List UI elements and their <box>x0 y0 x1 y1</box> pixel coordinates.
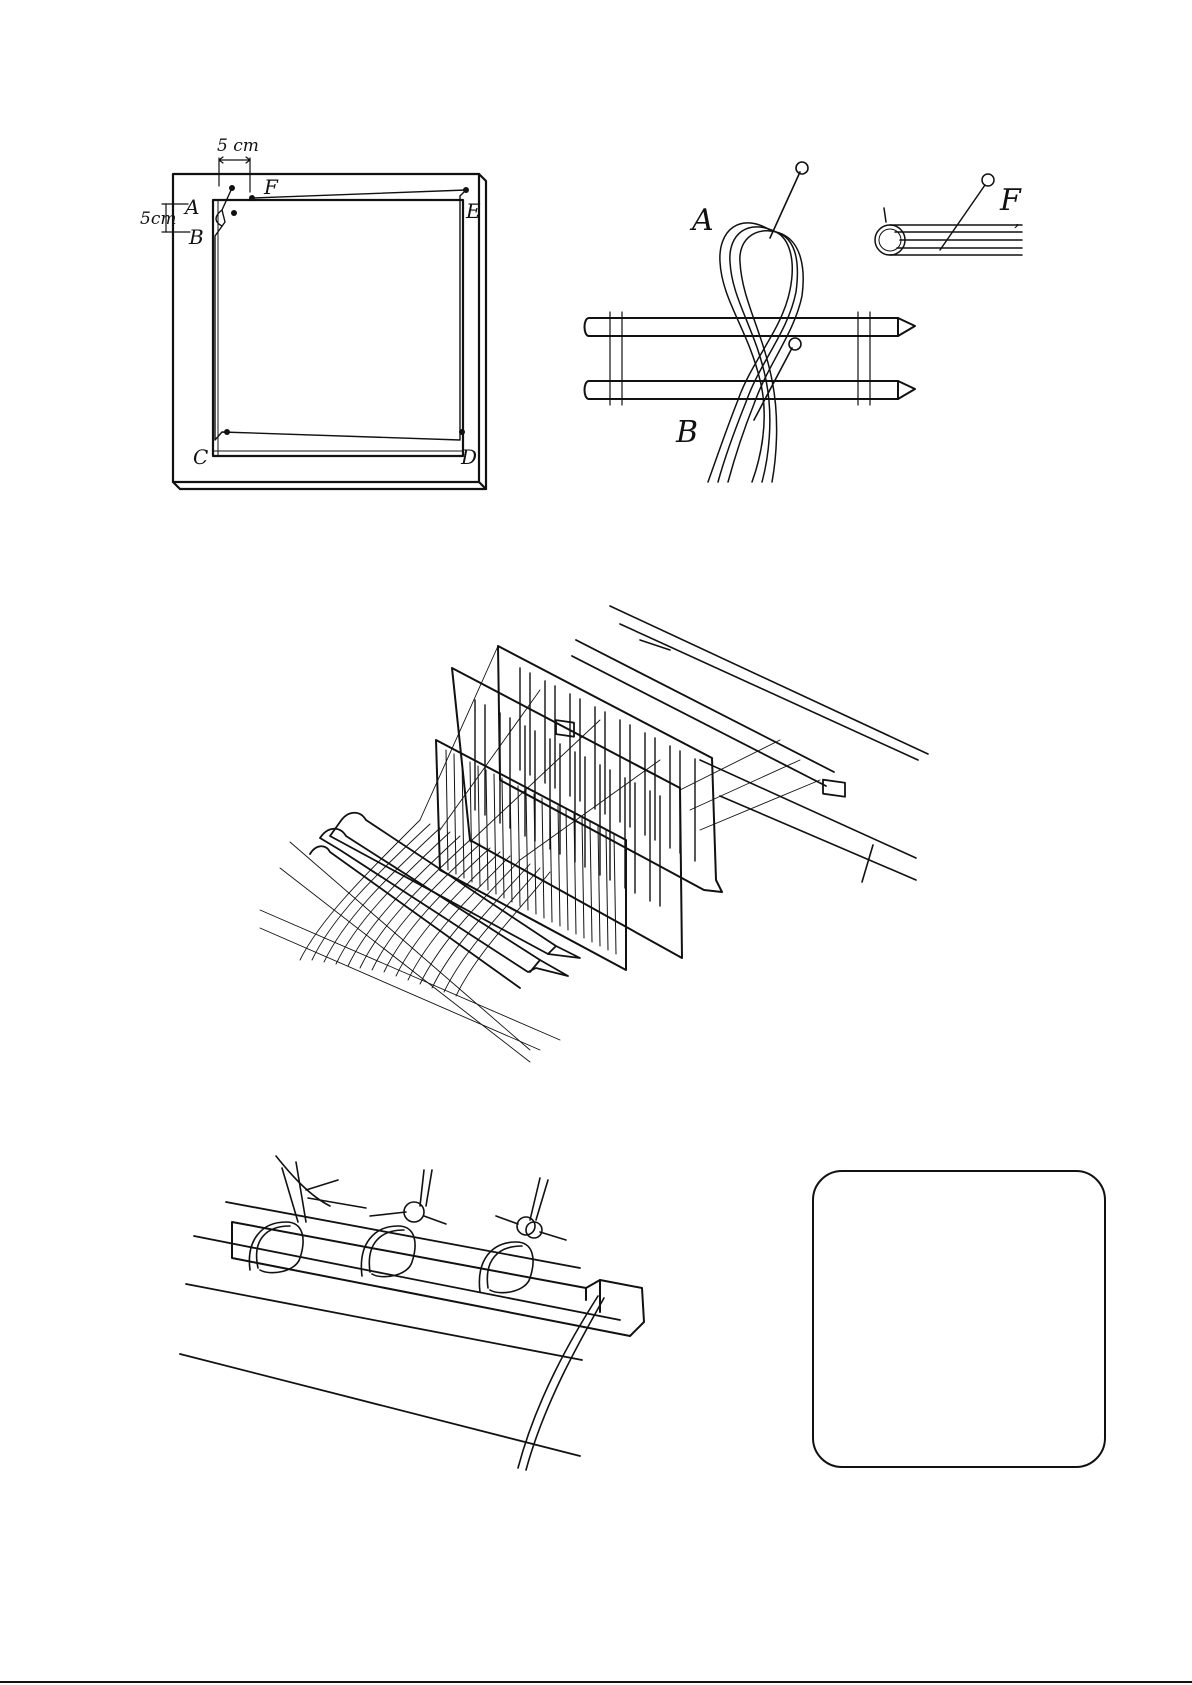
svg-text:E: E <box>465 199 481 223</box>
crossing-labels: A B F , <box>675 183 1022 450</box>
frame-thickness <box>173 174 486 489</box>
pin-B <box>231 210 237 216</box>
pin-F <box>249 195 255 201</box>
pin-D <box>459 429 465 435</box>
svg-text:,: , <box>1014 210 1020 231</box>
warp-threads <box>260 646 820 1062</box>
svg-text:B: B <box>675 415 698 450</box>
svg-text:5 cm: 5 cm <box>217 136 259 156</box>
warp-thread-path <box>215 188 466 440</box>
svg-text:A: A <box>183 195 199 219</box>
reed <box>436 740 626 970</box>
pin-E <box>463 187 469 193</box>
svg-text:C: C <box>193 445 208 469</box>
back-beam <box>610 606 928 882</box>
knot-loops <box>249 1156 604 1470</box>
svg-text:A: A <box>689 203 714 238</box>
frame-inner-opening <box>213 200 463 456</box>
pin-C <box>224 429 230 435</box>
knot-tying-figure <box>180 1156 644 1470</box>
svg-text:D: D <box>460 445 477 469</box>
svg-text:5cm: 5cm <box>140 209 176 229</box>
cross-rods-figure: A B F , <box>585 162 1023 482</box>
svg-text:F: F <box>263 175 279 199</box>
frame-pins <box>224 185 469 435</box>
bottom-rule <box>0 1681 1192 1683</box>
frame-labels: 5 cm 5cm A B C D E F <box>140 136 481 469</box>
svg-text:B: B <box>188 225 204 249</box>
pin-A <box>229 185 235 191</box>
stick-bar <box>232 1222 644 1336</box>
loom-heddles-figure <box>260 606 928 1062</box>
rod-lower <box>585 381 916 399</box>
warping-frame-figure: 5 cm 5cm A B C D E F <box>140 136 486 489</box>
beam-lines <box>180 1202 620 1456</box>
blank-label-box <box>812 1170 1106 1468</box>
